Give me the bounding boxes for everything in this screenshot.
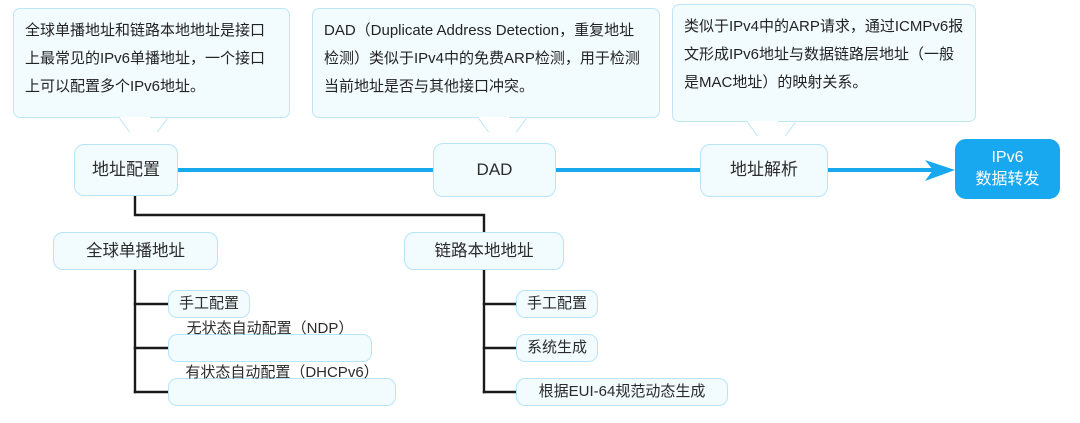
flow-node-dad-label: DAD [476,159,513,179]
callout-dad-text: DAD（Duplicate Address Detection，重复地址检测）类… [324,22,640,95]
flow-node-dad[interactable]: DAD [433,143,556,197]
flow-arrowhead [925,160,955,181]
flow-node-address-resolution-label: 地址解析 [730,160,798,180]
category-node-global-unicast[interactable]: 全球单播地址 [53,232,218,270]
leaf-node-lla-manual-label: 手工配置 [526,294,587,312]
leaf-node-lla-system-label: 系统生成 [526,338,587,356]
callout-address-resolution-text: 类似于IPv4中的ARP请求，通过ICMPv6报文形成IPv6地址与数据链路层地… [684,18,964,91]
flow-line-group [178,160,955,181]
callout-address-resolution: 类似于IPv4中的ARP请求，通过ICMPv6报文形成IPv6地址与数据链路层地… [672,4,976,122]
callout-address-config-text: 全球单播地址和链路本地地址是接口上最常见的IPv6单播地址，一个接口上可以配置多… [25,22,266,95]
callout-dad-tail [479,118,509,133]
callout-address-resolution-tail-mask [748,121,778,124]
category-node-link-local[interactable]: 链路本地地址 [404,232,564,270]
leaf-node-gua-stateless-label: 无状态自动配置（NDP） [186,320,354,337]
callout-address-config-tail-mask [120,117,150,120]
flow-node-address-config-label: 地址配置 [92,159,160,179]
flow-node-ipv6-forwarding[interactable]: IPv6 数据转发 [955,139,1060,199]
category-node-link-local-label: 链路本地地址 [434,241,534,260]
leaf-node-gua-stateless[interactable]: 无状态自动配置（NDP） [168,320,372,362]
callout-address-config-tail [120,118,150,133]
callout-dad: DAD（Duplicate Address Detection，重复地址检测）类… [312,8,660,118]
leaf-node-lla-eui64-label: 根据EUI-64规范动态生成 [538,382,706,400]
leaf-node-lla-manual[interactable]: 手工配置 [516,290,598,318]
callout-address-config: 全球单播地址和链路本地地址是接口上最常见的IPv6单播地址，一个接口上可以配置多… [13,8,290,118]
callout-dad-tail-mask [479,117,509,120]
category-node-global-unicast-label: 全球单播地址 [86,241,185,260]
leaf-node-lla-eui64[interactable]: 根据EUI-64规范动态生成 [516,378,728,406]
leaf-node-gua-stateful[interactable]: 有状态自动配置（DHCPv6） [168,364,396,406]
leaf-node-gua-stateful-label: 有状态自动配置（DHCPv6） [185,364,379,381]
flow-node-ipv6-forwarding-label: IPv6 数据转发 [975,149,1040,188]
flow-node-address-config[interactable]: 地址配置 [74,144,178,196]
leaf-node-gua-manual[interactable]: 手工配置 [168,290,250,318]
leaf-node-gua-manual-label: 手工配置 [178,294,239,312]
flow-node-address-resolution[interactable]: 地址解析 [700,144,828,197]
callout-address-resolution-tail [748,122,778,137]
leaf-node-lla-system[interactable]: 系统生成 [516,334,598,362]
